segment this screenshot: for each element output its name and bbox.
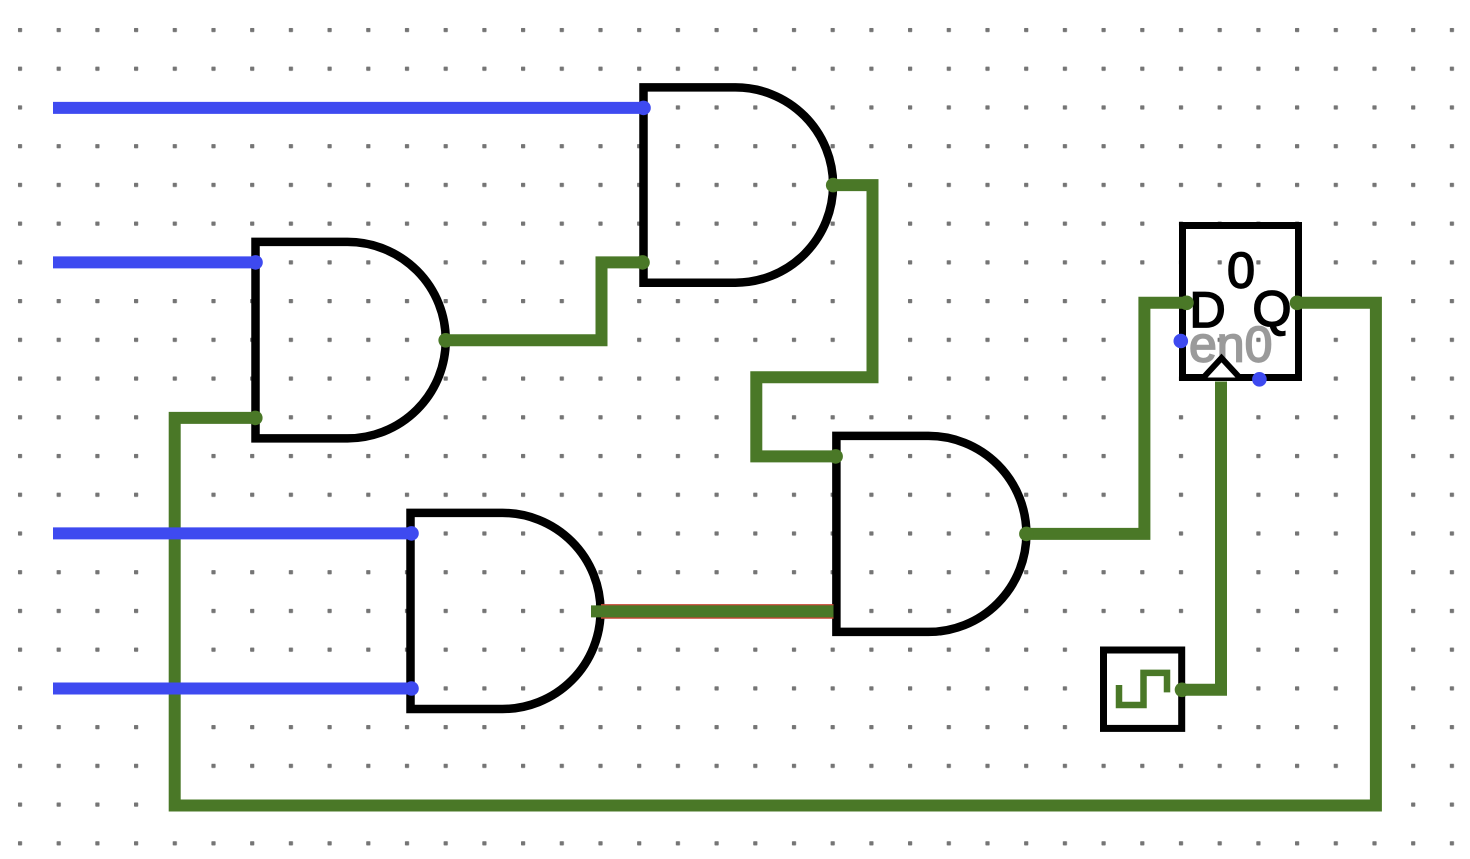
svg-text:D: D xyxy=(1190,282,1226,338)
svg-text:0: 0 xyxy=(1227,243,1255,299)
svg-text:Q: Q xyxy=(1253,281,1292,337)
